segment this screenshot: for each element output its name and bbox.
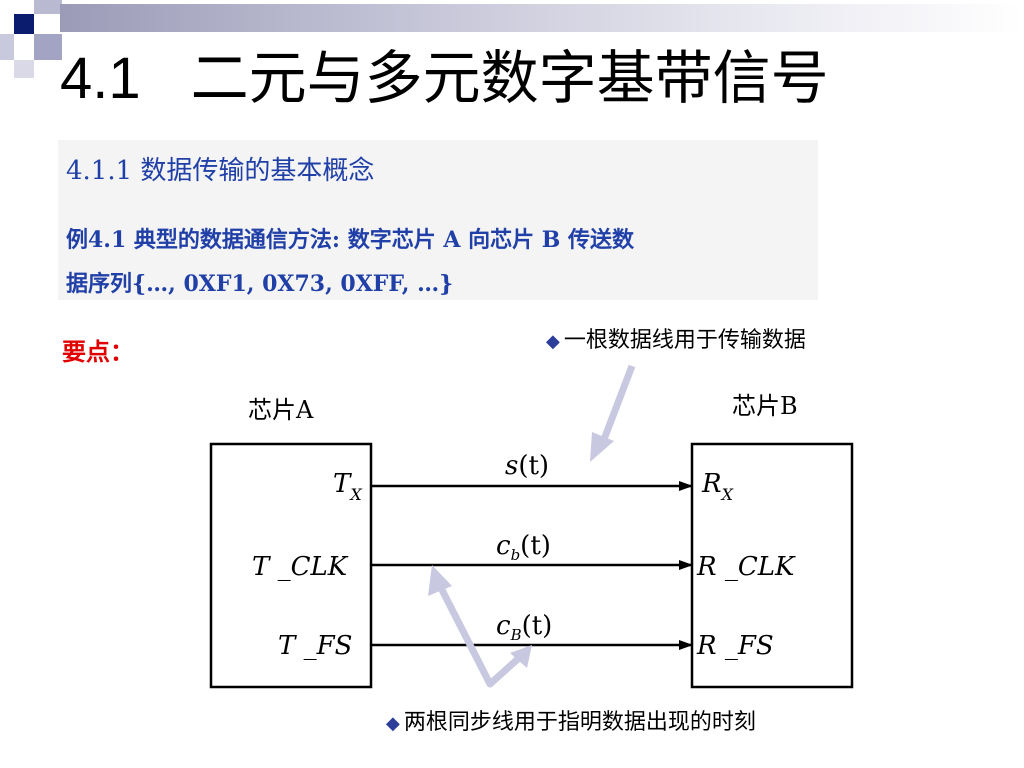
chip-b-label: 芯片B (732, 392, 798, 420)
note-top-text: 一根数据线用于传输数据 (563, 328, 806, 353)
diamond-bullet-icon: ◆ (546, 331, 560, 352)
pointer-arrow-data (590, 364, 636, 462)
title-bar-gradient (60, 4, 1024, 32)
note-top: ◆一根数据线用于传输数据 (546, 322, 806, 354)
keypoint-label: 要点： (62, 337, 134, 366)
diamond-bullet-icon: ◆ (386, 713, 400, 734)
embedded-text-panel (58, 140, 818, 300)
note-bottom: ◆两根同步线用于指明数据出现的时刻 (386, 704, 756, 736)
chip-b-port-rx: RX (701, 469, 734, 504)
signal-label-frame: cB(t) (496, 611, 552, 644)
chip-b-port-clk: R _CLK (696, 552, 796, 582)
slide-title: 4.1 二元与多元数字基带信号 (60, 38, 829, 119)
chip-a-port-tx: TX (333, 469, 362, 504)
example-line-2: 据序列{…, 0XF1, 0X73, 0XFF, …} (66, 271, 454, 297)
chip-a-port-fs: T _FS (278, 631, 352, 661)
signal-label-clock: cb(t) (496, 531, 551, 564)
pointer-arrow-sync (428, 565, 532, 688)
example-line-1: 例4.1 典型的数据通信方法: 数字芯片 A 向芯片 B 传送数 (66, 227, 635, 253)
chip-b-port-fs: R _FS (696, 631, 774, 661)
note-bottom-text: 两根同步线用于指明数据出现的时刻 (403, 710, 756, 735)
title-number: 4.1 (60, 46, 141, 111)
signal-label-data: s(t) (505, 451, 549, 481)
title-text: 二元与多元数字基带信号 (190, 44, 829, 112)
chip-a-label: 芯片A (248, 396, 314, 424)
chip-a-port-clk: T _CLK (252, 552, 349, 582)
example-text: 例4.1 典型的数据通信方法: 数字芯片 A 向芯片 B 传送数 据序列{…, … (66, 218, 826, 306)
section-heading: 4.1.1 数据传输的基本概念 (66, 156, 375, 186)
